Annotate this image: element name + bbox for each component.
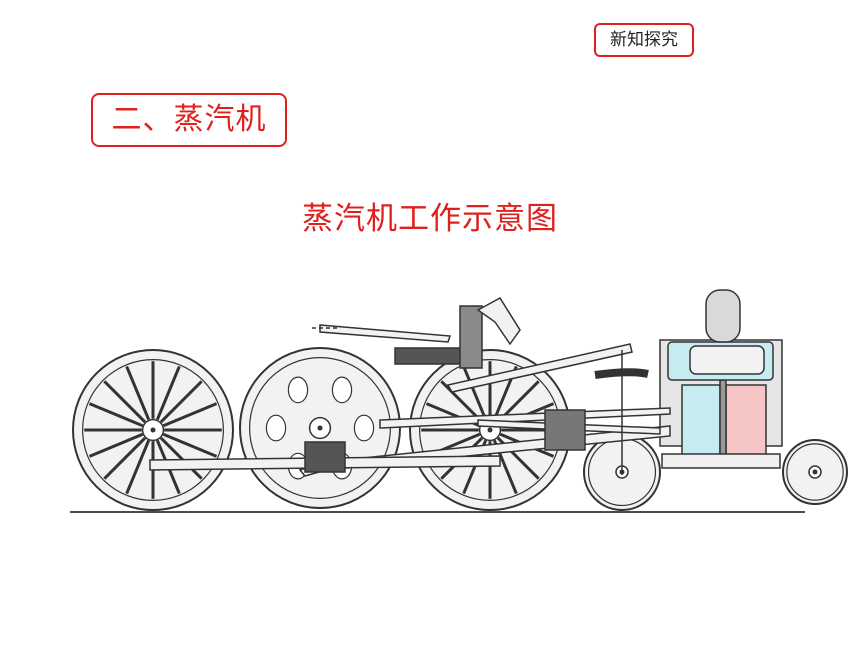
diagram-title: 蒸汽机工作示意图	[302, 201, 558, 237]
steam-cylinder	[659, 289, 783, 469]
steam-engine-diagram	[70, 289, 848, 513]
connecting-rods	[149, 297, 671, 477]
section-title: 二、蒸汽机	[91, 93, 287, 147]
driving-wheel-2	[239, 347, 401, 509]
driving-wheel-1	[72, 349, 234, 511]
steam-pipe	[312, 327, 649, 379]
front-wheel	[782, 439, 848, 505]
new-knowledge-badge: 新知探究	[594, 23, 694, 57]
